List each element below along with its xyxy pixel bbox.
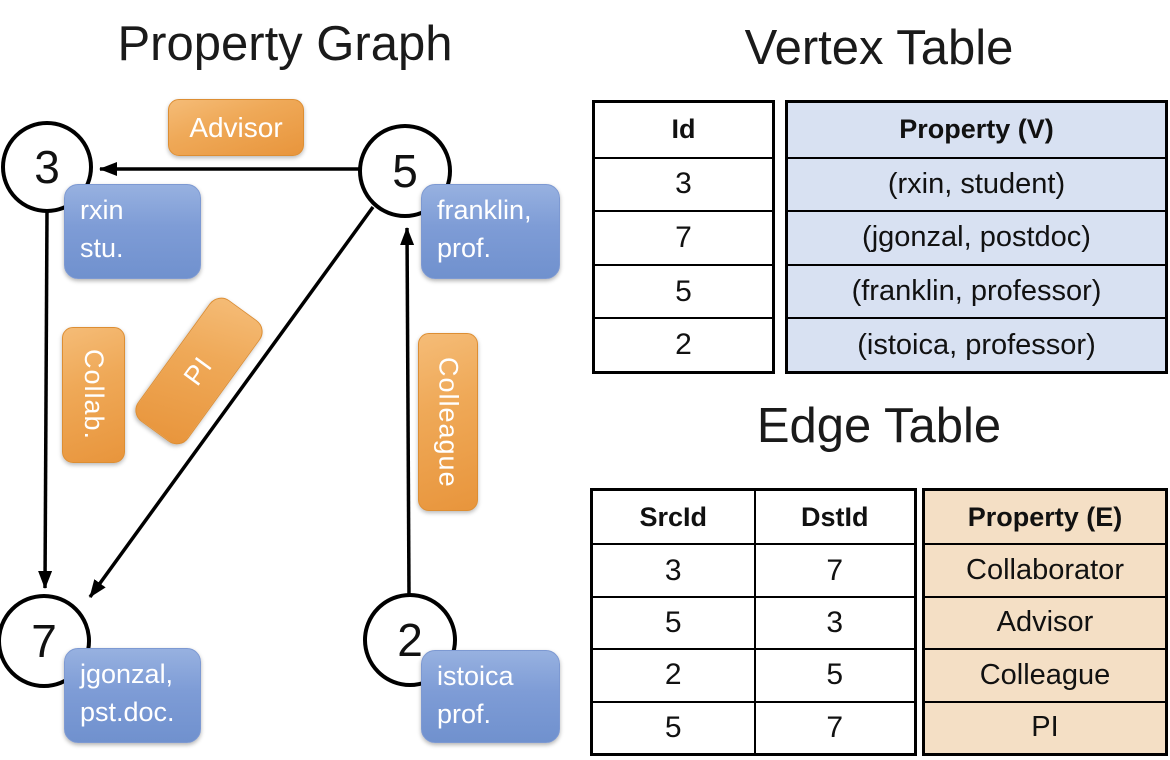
et-dst-header: DstId: [753, 491, 915, 544]
et-dst-1: 3: [753, 595, 914, 649]
graph-canvas: [0, 121, 457, 688]
vertex-table-id-column: Id 3 7 5 2: [592, 100, 775, 374]
edge-label-advisor: Advisor: [168, 99, 304, 156]
vertex-label-7-line-2: pst.doc.: [80, 696, 175, 727]
et-property-0: Collaborator: [925, 543, 1165, 596]
vertex-label-5-line-2: prof.: [437, 232, 492, 263]
vertex-label-7-line-1: jgonzal,: [80, 659, 174, 689]
edge-table-property-column: Property (E) Collaborator Advisor Collea…: [922, 488, 1168, 756]
property-graph-title: Property Graph: [117, 17, 453, 71]
et-src-0: 3: [593, 543, 754, 595]
vt-id-header: Id: [671, 114, 696, 145]
vertex-table-property-column: Property (V) (rxin, student) (jgonzal, p…: [785, 100, 1168, 374]
et-dst-3: 7: [753, 700, 914, 753]
et-src-1: 5: [593, 595, 754, 648]
vt-property-header: Property (V): [788, 103, 1165, 157]
edge-label-colleague: Colleague: [418, 333, 478, 511]
vertex-label-7: jgonzal, pst.doc.: [64, 648, 201, 743]
vertex-table-title: Vertex Table: [744, 21, 1014, 75]
vt-id-1: 7: [595, 210, 772, 264]
edge-collaborator-3-to-7: [38, 210, 53, 589]
et-dst-0: 7: [753, 543, 914, 596]
et-property-3: PI: [925, 700, 1165, 753]
vertex-label-3-line-1: rxin: [80, 195, 124, 225]
vt-property-3: (istoica, professor): [788, 317, 1165, 371]
vt-property-2: (franklin, professor): [788, 263, 1165, 318]
edge-pi-5-to-7: [88, 205, 375, 599]
et-dst-2: 5: [753, 648, 914, 701]
vertex-label-2-line-2: prof.: [437, 698, 492, 729]
vt-id-2: 5: [595, 263, 772, 318]
vt-property-1: (jgonzal, postdoc): [788, 210, 1165, 264]
edge-colleague-2-to-5: [400, 227, 415, 596]
et-property-2: Colleague: [925, 648, 1165, 701]
vt-id-0: 3: [595, 156, 772, 211]
vertex-label-2-line-1: istoica: [437, 661, 514, 691]
edge-label-collab-text: Collab.: [79, 349, 109, 441]
edge-label-advisor-text: Advisor: [189, 111, 283, 143]
vertex-label-2: istoica prof.: [421, 650, 560, 743]
et-src-header: SrcId: [639, 501, 708, 532]
vertex-label-5-line-1: franklin,: [437, 195, 532, 225]
edge-table-title: Edge Table: [756, 399, 1002, 453]
edge-label-colleague-text: Colleague: [433, 356, 464, 488]
et-property-1: Advisor: [925, 595, 1165, 649]
et-src-3: 5: [593, 700, 754, 753]
edge-label-pi-text: PI: [178, 350, 219, 391]
edge-label-collab: Collab.: [62, 327, 125, 463]
edge-table-id-columns: SrcId DstId 3 7 5 3 2 5 5 7: [590, 488, 917, 756]
et-property-header: Property (E): [925, 491, 1165, 544]
vertex-label-3: rxin stu.: [64, 184, 201, 279]
vertex-label-3-line-2: stu.: [80, 232, 124, 263]
vt-property-0: (rxin, student): [788, 156, 1165, 211]
vertex-label-5: franklin, prof.: [421, 184, 560, 279]
vt-id-3: 2: [595, 317, 772, 371]
et-src-2: 2: [593, 648, 754, 700]
